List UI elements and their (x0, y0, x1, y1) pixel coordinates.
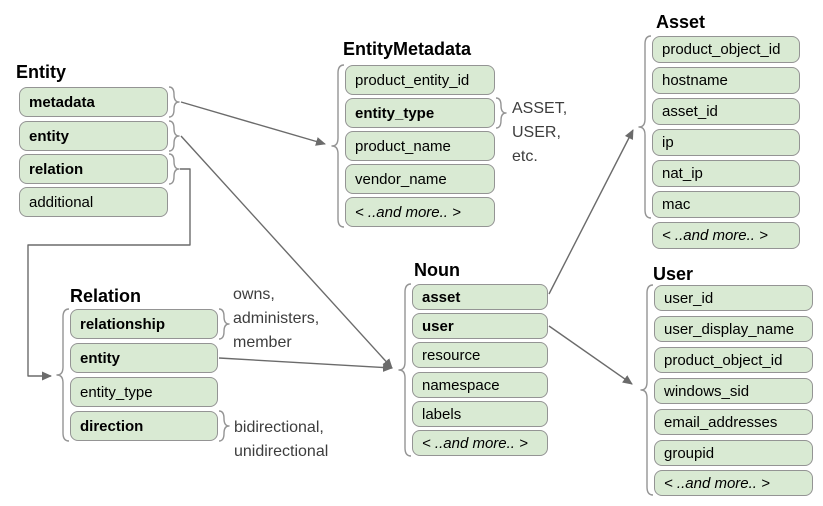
noun-field-user: user (412, 313, 548, 339)
noun-field-asset: asset (412, 284, 548, 310)
asset-field-asset-id: asset_id (652, 98, 800, 125)
user-field-user-display-name: user_display_name (654, 316, 813, 342)
entity-field-entity: entity (19, 121, 168, 151)
annotation-relationship-values: owns, administers, member (233, 283, 319, 355)
user-field-email-addresses: email_addresses (654, 409, 813, 435)
asset-field-nat-ip: nat_ip (652, 160, 800, 187)
entity-metadata-field-and-more: < ..and more.. > (345, 197, 495, 227)
noun-field-namespace: namespace (412, 372, 548, 398)
user-field-user-id: user_id (654, 285, 813, 311)
entity-metadata-left-brace (331, 64, 345, 228)
entity-field-metadata: metadata (19, 87, 168, 117)
annotation-relationship-values-line-1: administers, (233, 310, 320, 327)
annotation-relationship-values-line-0: owns, (233, 286, 275, 303)
annotation-direction-values-line-0: bidirectional, (234, 419, 324, 436)
user-field-windows-sid: windows_sid (654, 378, 813, 404)
relation-field-direction: direction (70, 411, 218, 441)
noun-title: Noun (414, 260, 460, 280)
noun-field-and-more: < ..and more.. > (412, 430, 548, 456)
annotation-entity-type-values-line-0: ASSET, (512, 100, 568, 117)
relation-field-entity-type: entity_type (70, 377, 218, 407)
relation-field-relationship: relationship (70, 309, 218, 339)
user-field-product-object-id: product_object_id (654, 347, 813, 373)
entity-metadata-field-vendor-name: vendor_name (345, 164, 495, 194)
annotation-entity-type-values: ASSET, USER, etc. (512, 97, 567, 169)
user-field-and-more: < ..and more.. > (654, 470, 813, 496)
noun-field-labels: labels (412, 401, 548, 427)
connector-entity-metadata-to-entitymetadata (180, 101, 326, 146)
entity-metadata-title: EntityMetadata (343, 39, 472, 59)
asset-field-mac: mac (652, 191, 800, 218)
relation-title: Relation (70, 286, 142, 306)
noun-left-brace (398, 283, 412, 457)
connector-entity-entity-to-noun (180, 135, 393, 369)
entity-field-entity-brace (168, 120, 180, 152)
entity-metadata-field-product-entity-id: product_entity_id (345, 65, 495, 95)
connector-noun-user-to-user (548, 325, 633, 385)
asset-field-ip: ip (652, 129, 800, 156)
connector-entity-relation-to-relation (27, 168, 191, 381)
entity-metadata-field-product-name: product_name (345, 131, 495, 161)
relation-left-brace (56, 308, 70, 442)
asset-field-and-more: < ..and more.. > (652, 222, 800, 249)
annotation-direction-values: bidirectional, unidirectional (234, 416, 328, 464)
user-title: User (653, 264, 694, 284)
entity-field-metadata-brace (168, 86, 180, 118)
entity-field-relation: relation (19, 154, 168, 184)
annotation-direction-values-line-1: unidirectional (234, 443, 329, 460)
entity-metadata-field-entity-type: entity_type (345, 98, 495, 128)
relation-field-direction-brace (218, 410, 230, 442)
entity-field-additional: additional (19, 187, 168, 217)
annotation-entity-type-values-line-2: etc. (512, 148, 538, 165)
asset-left-brace (638, 35, 652, 219)
entity-title: Entity (16, 62, 67, 82)
relation-field-relationship-brace (218, 308, 230, 340)
noun-field-resource: resource (412, 342, 548, 368)
connector-noun-asset-to-asset (548, 129, 634, 295)
asset-field-product-object-id: product_object_id (652, 36, 800, 63)
user-field-groupid: groupid (654, 440, 813, 466)
relation-field-entity: entity (70, 343, 218, 373)
user-left-brace (640, 284, 654, 496)
asset-title: Asset (656, 12, 706, 32)
asset-field-hostname: hostname (652, 67, 800, 94)
annotation-entity-type-values-line-1: USER, (512, 124, 561, 141)
annotation-relationship-values-line-2: member (233, 334, 292, 351)
entity-metadata-field-entity-type-brace (495, 97, 507, 129)
entity-field-relation-brace (168, 153, 180, 185)
connector-relation-entity-to-noun (218, 357, 393, 372)
